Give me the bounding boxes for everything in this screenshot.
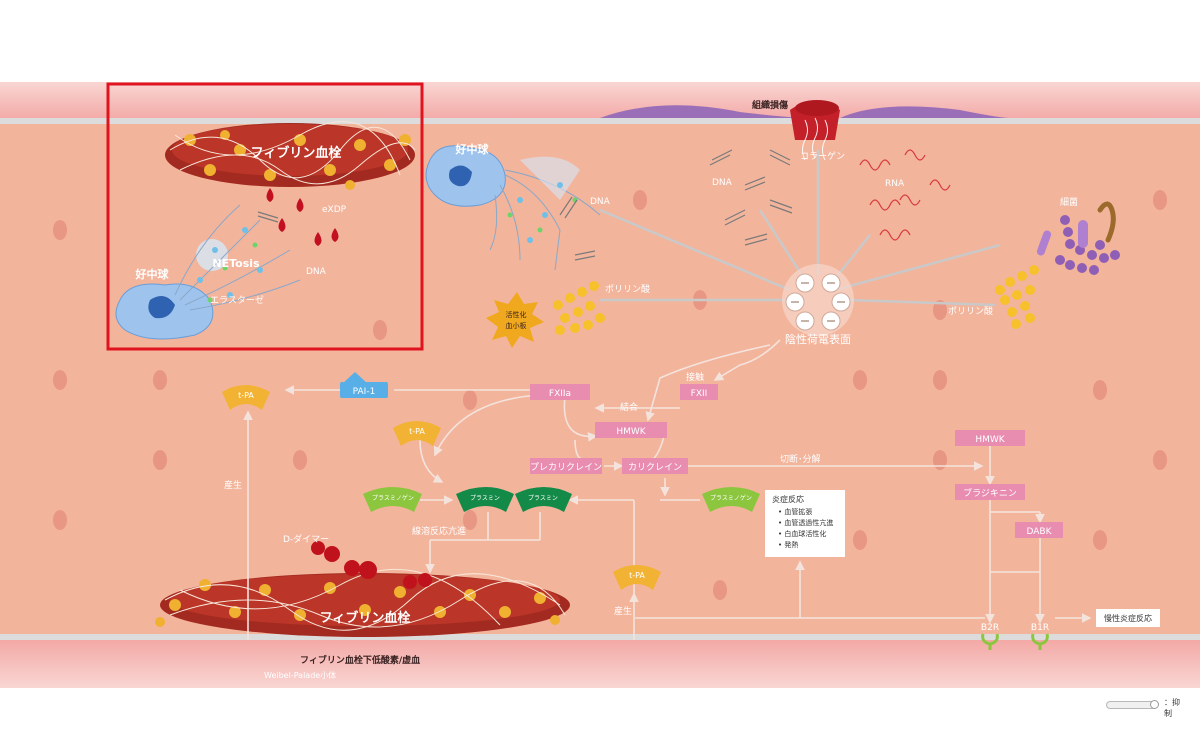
dabk-node: DABK [1015, 522, 1063, 538]
fibrin-clot-bottom [155, 568, 570, 637]
tissue-damage-label: 組織損傷 [752, 99, 788, 111]
dna-mid-label: DNA [590, 197, 611, 207]
legend-label: ：抑制 [1164, 698, 1180, 718]
hmwk-center-label: HMWK [616, 427, 646, 437]
rna-label: RNA [885, 179, 905, 189]
kallikrein-label: カリクレイン [628, 462, 682, 473]
fxii-label: FXII [691, 389, 708, 399]
inflammation-item-4: • 発熱 [778, 540, 798, 549]
activated-platelet [486, 292, 544, 348]
pai1-label: PAI-1 [353, 387, 376, 397]
neutrophil-left [115, 204, 301, 340]
inflammation-item-3: • 白血球活性化 [778, 529, 826, 538]
tpa-1-label: t-PA [238, 391, 254, 400]
b1r-receptor: B1R [1031, 623, 1049, 650]
rna-strands [859, 149, 951, 241]
neutrophil-top-label: 好中球 [455, 142, 490, 156]
plasminogen-2-label: プラスミノゲン [710, 494, 752, 502]
bradykinin-node: ブラジキニン [955, 484, 1025, 500]
dabk-label: DABK [1026, 527, 1052, 537]
inflammation-title: 炎症反応 [772, 494, 804, 504]
endothelium-bottom [0, 634, 1200, 640]
plasmin-1-label: プラスミン [470, 495, 500, 502]
collagen-fibers [802, 117, 828, 161]
fxiia-node: FXIIa [530, 384, 590, 400]
dna-helices [257, 149, 793, 261]
legend: ：抑制 [1106, 697, 1186, 718]
d-dimer-label: D-ダイマー [283, 533, 329, 545]
bind-label: 結合 [620, 401, 638, 413]
plasminogen-1-label: プラスミノゲン [372, 494, 414, 502]
kallikrein-node: カリクレイン [622, 458, 688, 474]
plasmin-2-label: プラスミン [528, 495, 558, 502]
polyphosphate-right [995, 265, 1039, 329]
activated-platelet-line1: 活性化 [506, 310, 527, 319]
vessel-wall-top [0, 82, 1200, 120]
tpa-2-label: t-PA [409, 427, 425, 436]
elastase-label: エラスターゼ [210, 294, 264, 306]
production-left-label: 産生 [224, 479, 242, 491]
exdp-label: eXDP [322, 205, 347, 215]
netosis-label: NETosis [212, 257, 260, 270]
tpa-node-2: t-PA [393, 421, 441, 446]
endothelium-top [0, 118, 1200, 124]
hmwk-right-node: HMWK [955, 430, 1025, 446]
prekallikrein-node: プレカリクレイン [530, 458, 602, 474]
plasmin-node-2: プラスミン [515, 487, 572, 512]
plasminogen-node-2: プラスミノゲン [702, 487, 760, 512]
fxii-node: FXII [680, 384, 718, 400]
dna-top-label: DNA [712, 178, 733, 188]
d-dimer [311, 541, 432, 589]
fibrinolysis-label: 線溶反応亢進 [412, 525, 466, 537]
negative-surface-label: 陰性荷電表面 [785, 332, 851, 346]
chronic-inflammation-box: 慢性炎症反応 [1096, 609, 1160, 627]
contact-label: 接触 [686, 371, 704, 383]
pathway-arrows [243, 339, 1092, 640]
dna-net-label: DNA [306, 267, 327, 277]
fibrin-clot-top [165, 121, 416, 190]
plasminogen-node-1: プラスミノゲン [363, 487, 422, 512]
bacteria-label: 細菌 [1060, 196, 1078, 208]
bradykinin-label: ブラジキニン [963, 487, 1017, 499]
highlight-box [106, 82, 424, 351]
hmwk-right-label: HMWK [975, 435, 1005, 445]
tpa-node-1: t-PA [222, 385, 270, 410]
polyphosphate-left-label: ポリリン酸 [605, 284, 650, 295]
bacteria [1036, 201, 1120, 275]
vessel-wall-bottom [0, 640, 1200, 688]
fibrin-clot-top-label: フィブリン血栓 [251, 145, 342, 161]
b2r-label: B2R [981, 623, 999, 633]
exdp-drops [266, 188, 339, 246]
polyphosphate-right-label: ポリリン酸 [948, 306, 993, 317]
activated-platelet-line2: 血小板 [506, 321, 527, 330]
inhibition-symbol-knob [1150, 700, 1159, 709]
b2r-receptor: B2R [981, 623, 999, 650]
hypoxia-label: フィブリン血栓下低酸素/虚血 [300, 654, 420, 666]
background-cells [53, 190, 1167, 600]
weibel-label: Weibel-Palade小体 [264, 670, 336, 680]
plasmin-node-1: プラスミン [456, 487, 514, 512]
neutrophil-left-label: 好中球 [135, 267, 170, 281]
chronic-label: 慢性炎症反応 [1104, 613, 1152, 623]
negative-surface-lines [599, 150, 1001, 307]
pai1-node: PAI-1 [340, 372, 388, 398]
cleave-label: 切断･分解 [780, 453, 821, 465]
b1r-label: B1R [1031, 623, 1049, 633]
inhibition-symbol-bar [1106, 701, 1156, 709]
inflammation-item-1: • 血管拡張 [778, 507, 812, 516]
prekallikrein-label: プレカリクレイン [530, 462, 602, 473]
neutrophil-top [425, 145, 601, 271]
polyphosphate-left [553, 281, 605, 335]
negative-surface-cluster [782, 264, 854, 336]
fibrin-clot-bottom-label: フィブリン血栓 [320, 610, 411, 626]
collagen-label: コラーゲン [800, 150, 845, 162]
hmwk-center-node: HMWK [595, 422, 667, 438]
production-bottom-label: 産生 [614, 605, 632, 617]
inflammation-item-2: • 血管透過性亢進 [778, 518, 833, 527]
inflammation-box: 炎症反応 • 血管拡張 • 血管透過性亢進 • 白血球活性化 • 発熱 [765, 490, 845, 557]
fxiia-label: FXIIa [549, 389, 571, 399]
tpa-3-label: t-PA [629, 571, 645, 580]
tpa-node-3: t-PA [613, 565, 661, 590]
